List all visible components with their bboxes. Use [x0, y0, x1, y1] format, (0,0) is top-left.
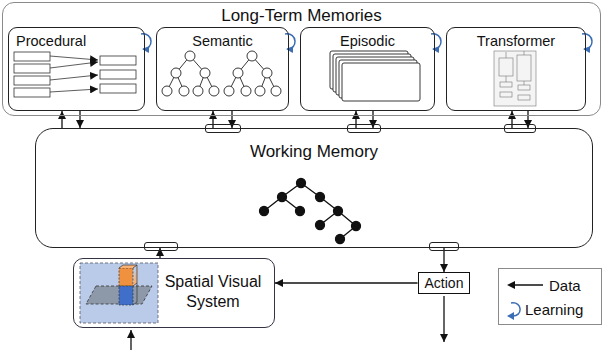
box-title: Action: [425, 274, 464, 292]
memory-box: Semantic: [156, 27, 289, 111]
semantic-graphs: [162, 51, 281, 96]
spatial-visual-box: Spatial Visual System: [73, 258, 275, 328]
data-arrow: [527, 111, 528, 128]
data-arrow: [511, 111, 512, 128]
action-box: Action: [418, 272, 471, 294]
data-arrow: [159, 248, 160, 258]
data-arrow-sample: [503, 275, 547, 295]
box-title: Working Memory: [36, 142, 592, 162]
data-arrow: [79, 111, 80, 128]
memory-group: Long-Term MemoriesProcedural Semantic Epis…: [2, 2, 601, 116]
memory-box: Procedural: [8, 27, 145, 111]
box-title: Transformer: [447, 33, 585, 49]
box-title: Semantic: [157, 33, 288, 49]
transformer-thumbnail: [494, 51, 536, 106]
data-arrow: [231, 111, 232, 128]
spatial-scene: [80, 263, 158, 323]
legend-row: Learning: [499, 299, 601, 321]
learning-loop-sample: [503, 299, 527, 321]
working-memory-box: Working Memory: [35, 128, 593, 248]
memory-box: Episodic: [300, 27, 435, 111]
working-memory-graph: [260, 179, 361, 244]
legend-box: Data Learning: [498, 268, 602, 325]
memory-port: [205, 124, 241, 133]
memory-box: Transformer: [446, 27, 586, 111]
episode-stack: [330, 51, 420, 101]
memory-port: [144, 242, 178, 251]
data-arrow: [275, 282, 418, 283]
data-arrow: [212, 111, 213, 128]
memory-port: [429, 242, 459, 251]
legend-text: Data: [549, 277, 581, 294]
box-title: Episodic: [301, 33, 434, 49]
box-title: Long-Term Memories: [3, 6, 600, 26]
data-arrow: [443, 248, 444, 272]
box-title: Procedural: [16, 33, 144, 49]
memory-port: [347, 124, 381, 133]
data-arrow: [355, 111, 356, 128]
box-title: Spatial Visual System: [160, 272, 266, 312]
data-arrow: [372, 111, 373, 128]
legend-row: Data: [499, 275, 601, 297]
learning-loop: [141, 34, 592, 49]
legend-text: Learning: [525, 301, 583, 318]
procedural-rules: [14, 52, 136, 97]
data-arrow: [61, 111, 62, 128]
io-arrow: [131, 296, 444, 350]
memory-port: [504, 124, 536, 133]
